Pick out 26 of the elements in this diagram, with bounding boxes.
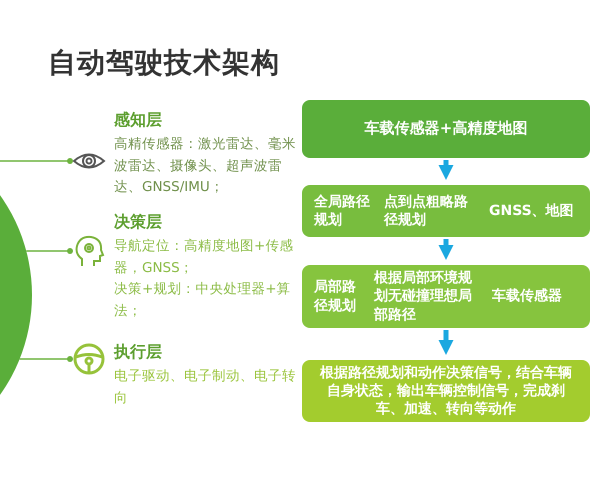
box-text: 根据路径规划和动作决策信号，结合车辆自身状态，输出车辆控制信号，完成刹车、加速、转向等动作 xyxy=(318,364,573,418)
arrow xyxy=(438,330,454,355)
box-text: 点到点粗略路径规划 xyxy=(384,192,469,230)
layer-description: 高精传感器：激光雷达、毫米波雷达、摄像头、超声波雷达、GNSS/IMU； xyxy=(114,135,297,198)
box-text: 局部路径规划 xyxy=(314,278,357,315)
layer-heading: 决策层 xyxy=(114,212,163,233)
box-text: 车载传感器+高精度地图 xyxy=(364,119,528,139)
box-text: 全局路径规划 xyxy=(314,192,371,230)
layer-description: 电子驱动、电子制动、电子转向 xyxy=(114,367,297,408)
box-text: 车载传感器 xyxy=(492,287,563,306)
process-box xyxy=(302,360,590,422)
process-box xyxy=(302,185,590,237)
connector-line xyxy=(0,158,73,164)
process-box xyxy=(302,265,590,328)
box-text: 根据局部环境规划无碰撞理想局部路径 xyxy=(374,269,473,324)
layer-heading: 执行层 xyxy=(114,342,163,363)
layer-description: 导航定位：高精度地图+传感器，GNSS； xyxy=(114,237,294,278)
process-box xyxy=(302,100,590,158)
arrow xyxy=(438,160,454,180)
connector-line xyxy=(20,356,73,362)
title: 自动驾驶技术架构 xyxy=(48,45,280,81)
layer-heading: 感知层 xyxy=(114,110,163,131)
connector-line xyxy=(26,248,73,254)
arrow xyxy=(438,239,454,260)
box-text: GNSS、地图 xyxy=(489,202,575,220)
layer-description: 决策+规划：中央处理器+算法； xyxy=(114,280,292,321)
